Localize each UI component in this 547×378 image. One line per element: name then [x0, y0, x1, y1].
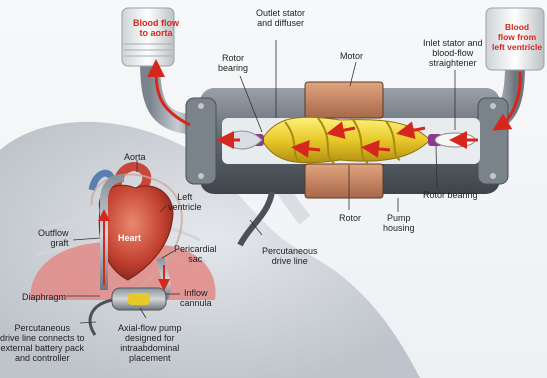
label-aorta: Aorta: [124, 152, 146, 162]
label-outflow-graft: Outflow graft: [38, 228, 69, 248]
label-diaphragm: Diaphragm: [22, 292, 66, 302]
label-pericardial-sac: Pericardial sac: [174, 244, 217, 264]
label-blood-flow-aorta: Blood flow to aorta: [133, 18, 179, 38]
label-drive-line-connects: Percutaneous drive line connects to exte…: [0, 323, 85, 363]
label-rotor-bearing-right: Rotor bearing: [423, 190, 478, 200]
label-outlet-stator: Outlet stator and diffuser: [256, 8, 305, 28]
label-inflow-cannula: Inflow cannula: [180, 288, 212, 308]
label-left-ventricle: Left ventricle: [168, 192, 202, 212]
label-motor: Motor: [340, 51, 363, 61]
label-rotor: Rotor: [339, 213, 361, 223]
label-pump-housing: Pump housing: [383, 213, 415, 233]
label-percutaneous-drive-line: Percutaneous drive line: [262, 246, 318, 266]
label-rotor-bearing-top: Rotor bearing: [218, 53, 248, 73]
axial-pump-rotor-small: [128, 293, 150, 305]
label-axial-pump: Axial-flow pump designed for intraabdomi…: [118, 323, 182, 363]
motor-bottom: [305, 164, 383, 198]
motor-top: [305, 82, 383, 118]
outlet-flange: [186, 98, 216, 184]
inlet-flange: [478, 98, 508, 184]
label-inlet-stator: Inlet stator and blood-flow straightener: [423, 38, 483, 68]
label-blood-flow-lv: Blood flow from left ventricle: [492, 22, 542, 52]
label-heart: Heart: [118, 233, 141, 243]
